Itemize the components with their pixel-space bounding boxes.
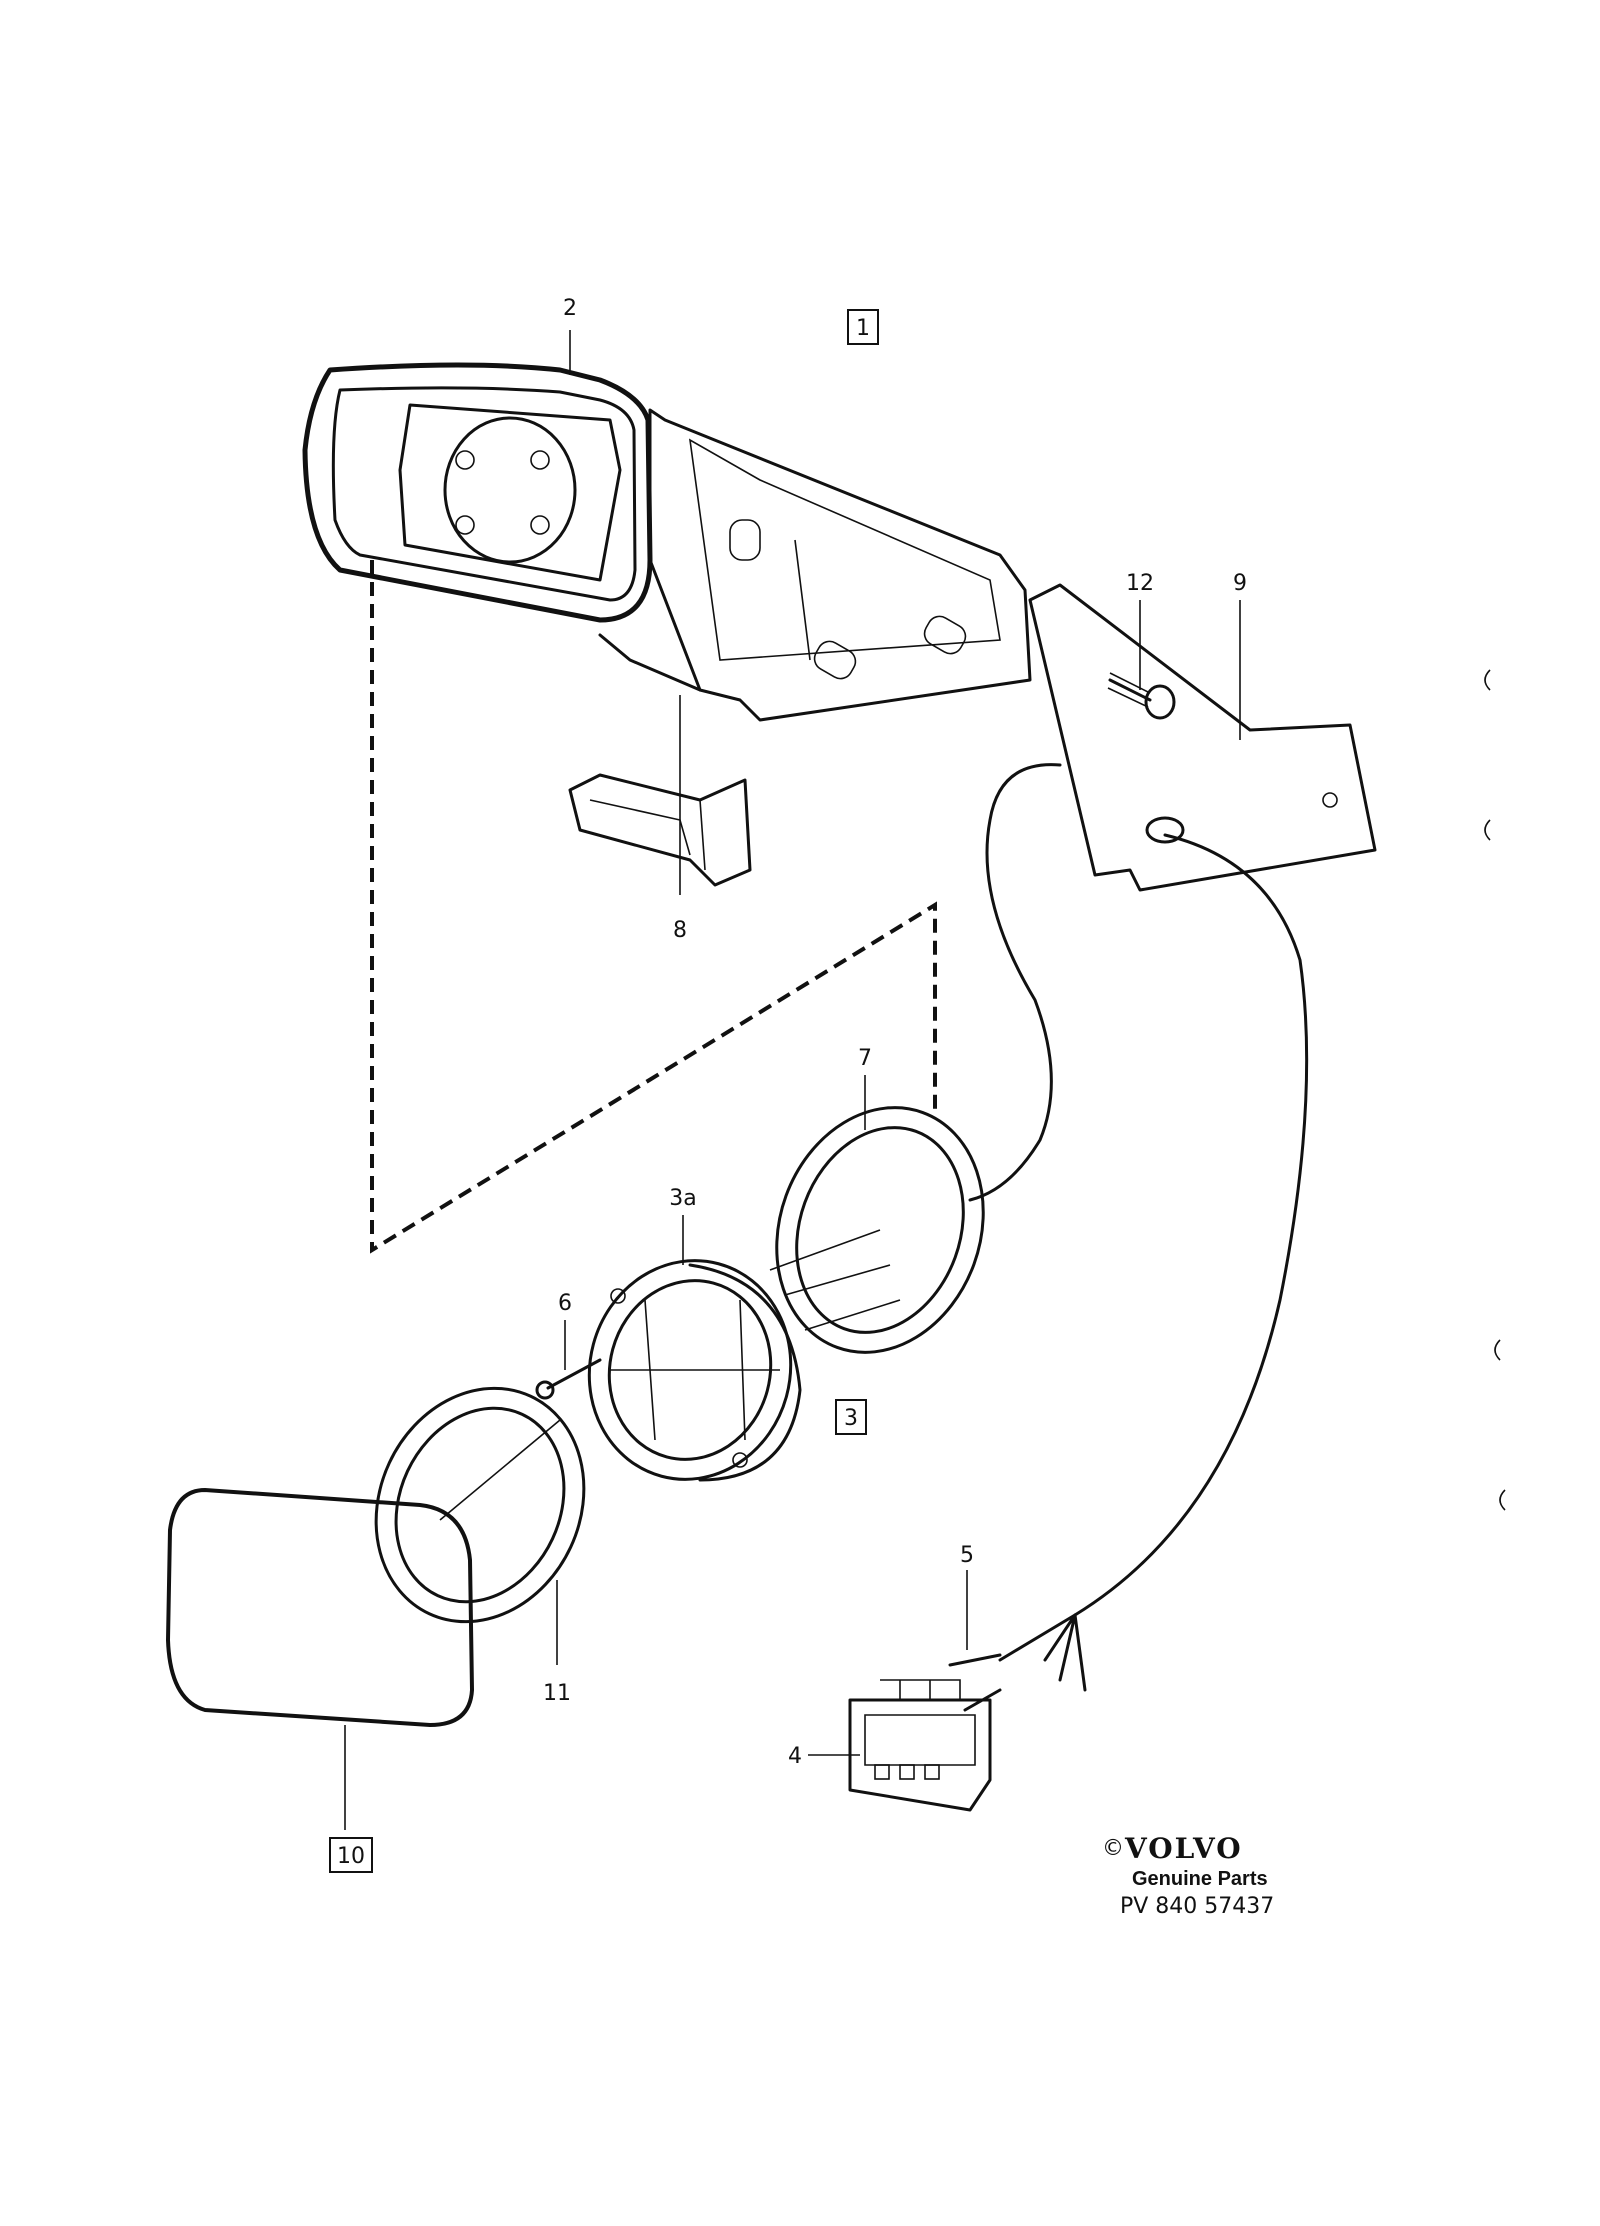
callout-7: 7 (858, 1046, 872, 1071)
callout-6: 6 (558, 1291, 572, 1316)
callout-3a: 3a (669, 1186, 696, 1211)
callout-4: 4 (788, 1744, 802, 1769)
callout-10: 10 (337, 1844, 365, 1869)
callout-12: 12 (1126, 571, 1154, 596)
volvo-logo: VOLVO (1124, 1832, 1243, 1865)
callout-5: 5 (960, 1543, 974, 1568)
ring-7 (775, 1106, 985, 1354)
clip-8 (568, 773, 752, 887)
alignment-outline (370, 560, 937, 1254)
callout-3: 3 (844, 1406, 858, 1431)
glass-leader (439, 1419, 561, 1521)
motor-unit-3a (587, 1229, 901, 1482)
callout-box-3 (835, 1399, 867, 1435)
screw-6 (535, 1358, 602, 1400)
copyright-symbol: © (1102, 1836, 1124, 1861)
callout-1: 1 (856, 316, 870, 341)
callout-11: 11 (543, 1681, 571, 1706)
callout-2: 2 (563, 296, 577, 321)
terminal-5 (948, 1653, 1002, 1712)
drawing-number: PV 840 57437 (1120, 1894, 1274, 1919)
callout-box-10 (329, 1837, 373, 1873)
mounting-plate (1028, 583, 1377, 892)
frame-11 (374, 1386, 586, 1624)
genuine-parts-tagline: Genuine Parts (1132, 1868, 1268, 1890)
callout-box-1 (847, 309, 879, 345)
callout-8: 8 (673, 918, 687, 943)
brand-block: © VOLVO Genuine Parts PV 840 57437 (1102, 1832, 1274, 1919)
margin-marks (1484, 669, 1506, 1511)
mirror-housing (302, 362, 1032, 722)
leader-lines (344, 330, 1241, 1830)
connector-4 (848, 1679, 992, 1812)
mirror-glass-10 (166, 1488, 474, 1727)
cable (968, 763, 1309, 1692)
callout-labels: 2 1 12 9 8 7 3a 6 3 11 5 4 10 (329, 296, 1247, 1873)
screw-12 (1107, 672, 1176, 720)
callout-9: 9 (1233, 571, 1247, 596)
